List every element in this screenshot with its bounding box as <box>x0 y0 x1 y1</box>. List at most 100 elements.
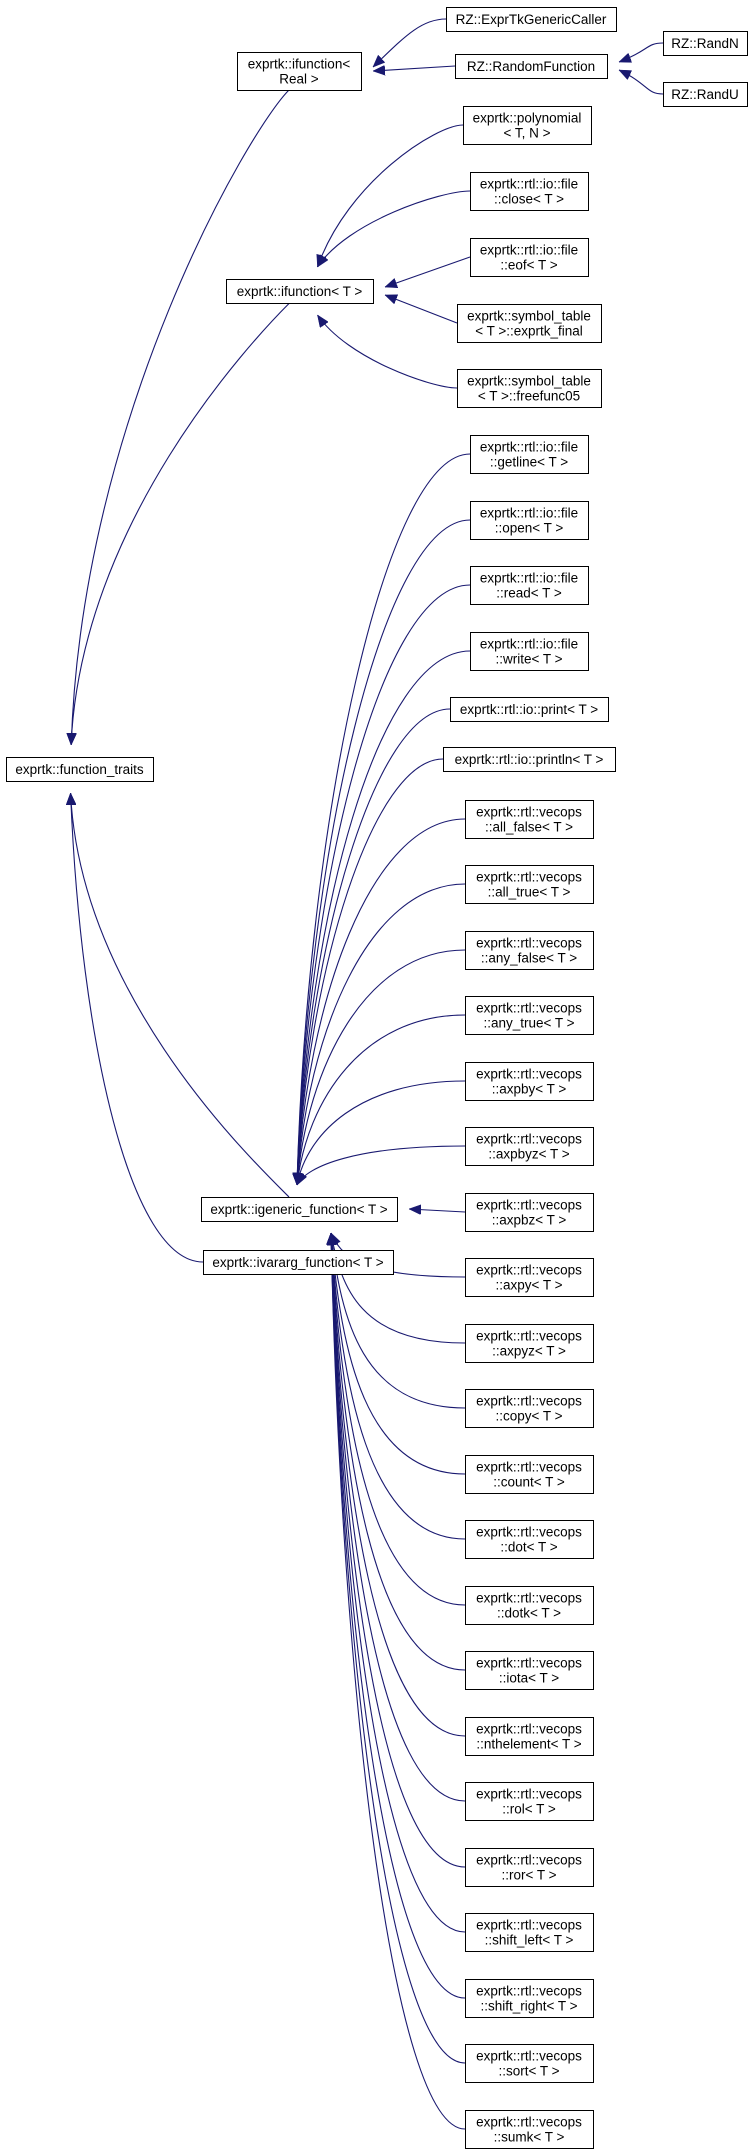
class-node-dotk[interactable]: exprtk::rtl::vecops::dotk< T > <box>465 1586 594 1625</box>
class-node-box[interactable] <box>465 996 594 1035</box>
class-node-box[interactable] <box>465 1193 594 1232</box>
inheritance-edge-axpbz-to-igeneric <box>409 1209 466 1212</box>
class-node-box[interactable] <box>465 2110 594 2149</box>
class-node-all-false[interactable]: exprtk::rtl::vecops::all_false< T > <box>465 800 594 839</box>
inheritance-edge-ifunction-t-to-function-traits <box>71 302 290 745</box>
class-node-file-close[interactable]: exprtk::rtl::io::file::close< T > <box>470 172 589 211</box>
class-node-io-print[interactable]: exprtk::rtl::io::print< T > <box>450 697 609 722</box>
class-node-file-getline[interactable]: exprtk::rtl::io::file::getline< T > <box>470 435 589 474</box>
inheritance-edge-igeneric-to-function-traits <box>71 793 290 1198</box>
class-node-box[interactable] <box>465 1127 594 1166</box>
class-node-copy[interactable]: exprtk::rtl::vecops::copy< T > <box>465 1389 594 1428</box>
class-node-box[interactable] <box>465 1324 594 1363</box>
class-node-box[interactable] <box>455 54 608 79</box>
class-node-sort[interactable]: exprtk::rtl::vecops::sort< T > <box>465 2044 594 2083</box>
class-node-box[interactable] <box>465 1520 594 1559</box>
class-node-box[interactable] <box>465 1913 594 1952</box>
class-node-file-write[interactable]: exprtk::rtl::io::file::write< T > <box>470 632 589 671</box>
class-node-all-true[interactable]: exprtk::rtl::vecops::all_true< T > <box>465 865 594 904</box>
class-node-sumk[interactable]: exprtk::rtl::vecops::sumk< T > <box>465 2110 594 2149</box>
class-node-box[interactable] <box>465 1717 594 1756</box>
class-node-dot[interactable]: exprtk::rtl::vecops::dot< T > <box>465 1520 594 1559</box>
class-node-any-false[interactable]: exprtk::rtl::vecops::any_false< T > <box>465 931 594 970</box>
class-node-random-function[interactable]: RZ::RandomFunction <box>455 54 608 79</box>
class-node-box[interactable] <box>465 931 594 970</box>
class-node-randn[interactable]: RZ::RandN <box>663 31 748 56</box>
class-node-io-println[interactable]: exprtk::rtl::io::println< T > <box>443 747 616 772</box>
class-node-box[interactable] <box>465 1389 594 1428</box>
inheritance-edge-dotk-to-igeneric <box>331 1233 466 1606</box>
inheritance-edge-all-false-to-igeneric <box>297 818 466 1185</box>
class-node-ifunction-real[interactable]: exprtk::ifunction<Real > <box>237 52 362 91</box>
inheritance-edge-dot-to-igeneric <box>331 1233 466 1540</box>
class-node-box[interactable] <box>457 369 602 408</box>
class-node-igeneric[interactable]: exprtk::igeneric_function< T > <box>201 1197 398 1222</box>
class-node-box[interactable] <box>663 82 748 107</box>
class-node-exprtk-final[interactable]: exprtk::symbol_table< T >::exprtk_final <box>457 304 602 343</box>
class-node-box[interactable] <box>203 1250 394 1275</box>
class-node-file-open[interactable]: exprtk::rtl::io::file::open< T > <box>470 501 589 540</box>
class-node-nthelement[interactable]: exprtk::rtl::vecops::nthelement< T > <box>465 1717 594 1756</box>
class-node-box[interactable] <box>465 1258 594 1297</box>
inheritance-edge-io-println-to-igeneric <box>297 758 444 1185</box>
class-node-box[interactable] <box>465 1979 594 2018</box>
class-node-box[interactable] <box>201 1197 398 1222</box>
class-node-box[interactable] <box>465 1782 594 1821</box>
inheritance-edge-file-getline-to-igeneric <box>297 453 471 1185</box>
class-node-box[interactable] <box>443 747 616 772</box>
inheritance-edge-ifunction-real-to-function-traits <box>71 89 290 745</box>
class-node-box[interactable] <box>465 1455 594 1494</box>
class-node-box[interactable] <box>663 31 748 56</box>
class-node-axpbz[interactable]: exprtk::rtl::vecops::axpbz< T > <box>465 1193 594 1232</box>
class-node-ror[interactable]: exprtk::rtl::vecops::ror< T > <box>465 1848 594 1887</box>
inheritance-edge-any-false-to-igeneric <box>297 949 466 1185</box>
class-node-shift-left[interactable]: exprtk::rtl::vecops::shift_left< T > <box>465 1913 594 1952</box>
class-node-box[interactable] <box>470 632 589 671</box>
inheritance-edge-axpby-to-igeneric <box>297 1080 466 1185</box>
class-node-box[interactable] <box>465 1586 594 1625</box>
class-node-file-eof[interactable]: exprtk::rtl::io::file::eof< T > <box>470 238 589 277</box>
class-node-box[interactable] <box>465 865 594 904</box>
class-node-axpy[interactable]: exprtk::rtl::vecops::axpy< T > <box>465 1258 594 1297</box>
inheritance-edge-file-close-to-ifunction-t <box>317 190 471 267</box>
inheritance-edge-file-read-to-igeneric <box>297 584 471 1185</box>
class-node-box[interactable] <box>465 800 594 839</box>
class-node-ifunction-t[interactable]: exprtk::ifunction< T > <box>226 279 374 304</box>
inheritance-edge-shift-left-to-igeneric <box>331 1233 466 1933</box>
class-node-box[interactable] <box>226 279 374 304</box>
class-node-axpyz[interactable]: exprtk::rtl::vecops::axpyz< T > <box>465 1324 594 1363</box>
class-node-axpbyz[interactable]: exprtk::rtl::vecops::axpbyz< T > <box>465 1127 594 1166</box>
class-node-rol[interactable]: exprtk::rtl::vecops::rol< T > <box>465 1782 594 1821</box>
class-node-freefunc05[interactable]: exprtk::symbol_table< T >::freefunc05 <box>457 369 602 408</box>
class-node-function-traits[interactable]: exprtk::function_traits <box>6 757 154 782</box>
inheritance-edge-count-to-igeneric <box>331 1233 466 1475</box>
class-node-box[interactable] <box>470 566 589 605</box>
class-node-any-true[interactable]: exprtk::rtl::vecops::any_true< T > <box>465 996 594 1035</box>
class-node-box[interactable] <box>465 1848 594 1887</box>
class-node-box[interactable] <box>470 172 589 211</box>
class-node-box[interactable] <box>446 7 617 32</box>
class-node-ivararg[interactable]: exprtk::ivararg_function< T > <box>203 1250 394 1275</box>
class-node-box[interactable] <box>465 1062 594 1101</box>
class-node-box[interactable] <box>457 304 602 343</box>
class-node-box[interactable] <box>6 757 154 782</box>
class-node-shift-right[interactable]: exprtk::rtl::vecops::shift_right< T > <box>465 1979 594 2018</box>
class-node-axpby[interactable]: exprtk::rtl::vecops::axpby< T > <box>465 1062 594 1101</box>
class-node-box[interactable] <box>470 501 589 540</box>
class-node-box[interactable] <box>470 435 589 474</box>
class-node-file-read[interactable]: exprtk::rtl::io::file::read< T > <box>470 566 589 605</box>
class-node-box[interactable] <box>470 238 589 277</box>
class-node-expr-caller[interactable]: RZ::ExprTkGenericCaller <box>446 7 617 32</box>
class-node-box[interactable] <box>465 1651 594 1690</box>
class-node-polynomial[interactable]: exprtk::polynomial< T, N > <box>463 106 592 145</box>
class-node-box[interactable] <box>463 106 592 145</box>
class-node-randu[interactable]: RZ::RandU <box>663 82 748 107</box>
class-node-box[interactable] <box>237 52 362 91</box>
class-node-iota[interactable]: exprtk::rtl::vecops::iota< T > <box>465 1651 594 1690</box>
class-node-count[interactable]: exprtk::rtl::vecops::count< T > <box>465 1455 594 1494</box>
inheritance-edge-file-open-to-igeneric <box>297 519 471 1185</box>
class-node-box[interactable] <box>450 697 609 722</box>
class-node-box[interactable] <box>465 2044 594 2083</box>
inheritance-edge-ivararg-to-function-traits <box>71 793 204 1263</box>
